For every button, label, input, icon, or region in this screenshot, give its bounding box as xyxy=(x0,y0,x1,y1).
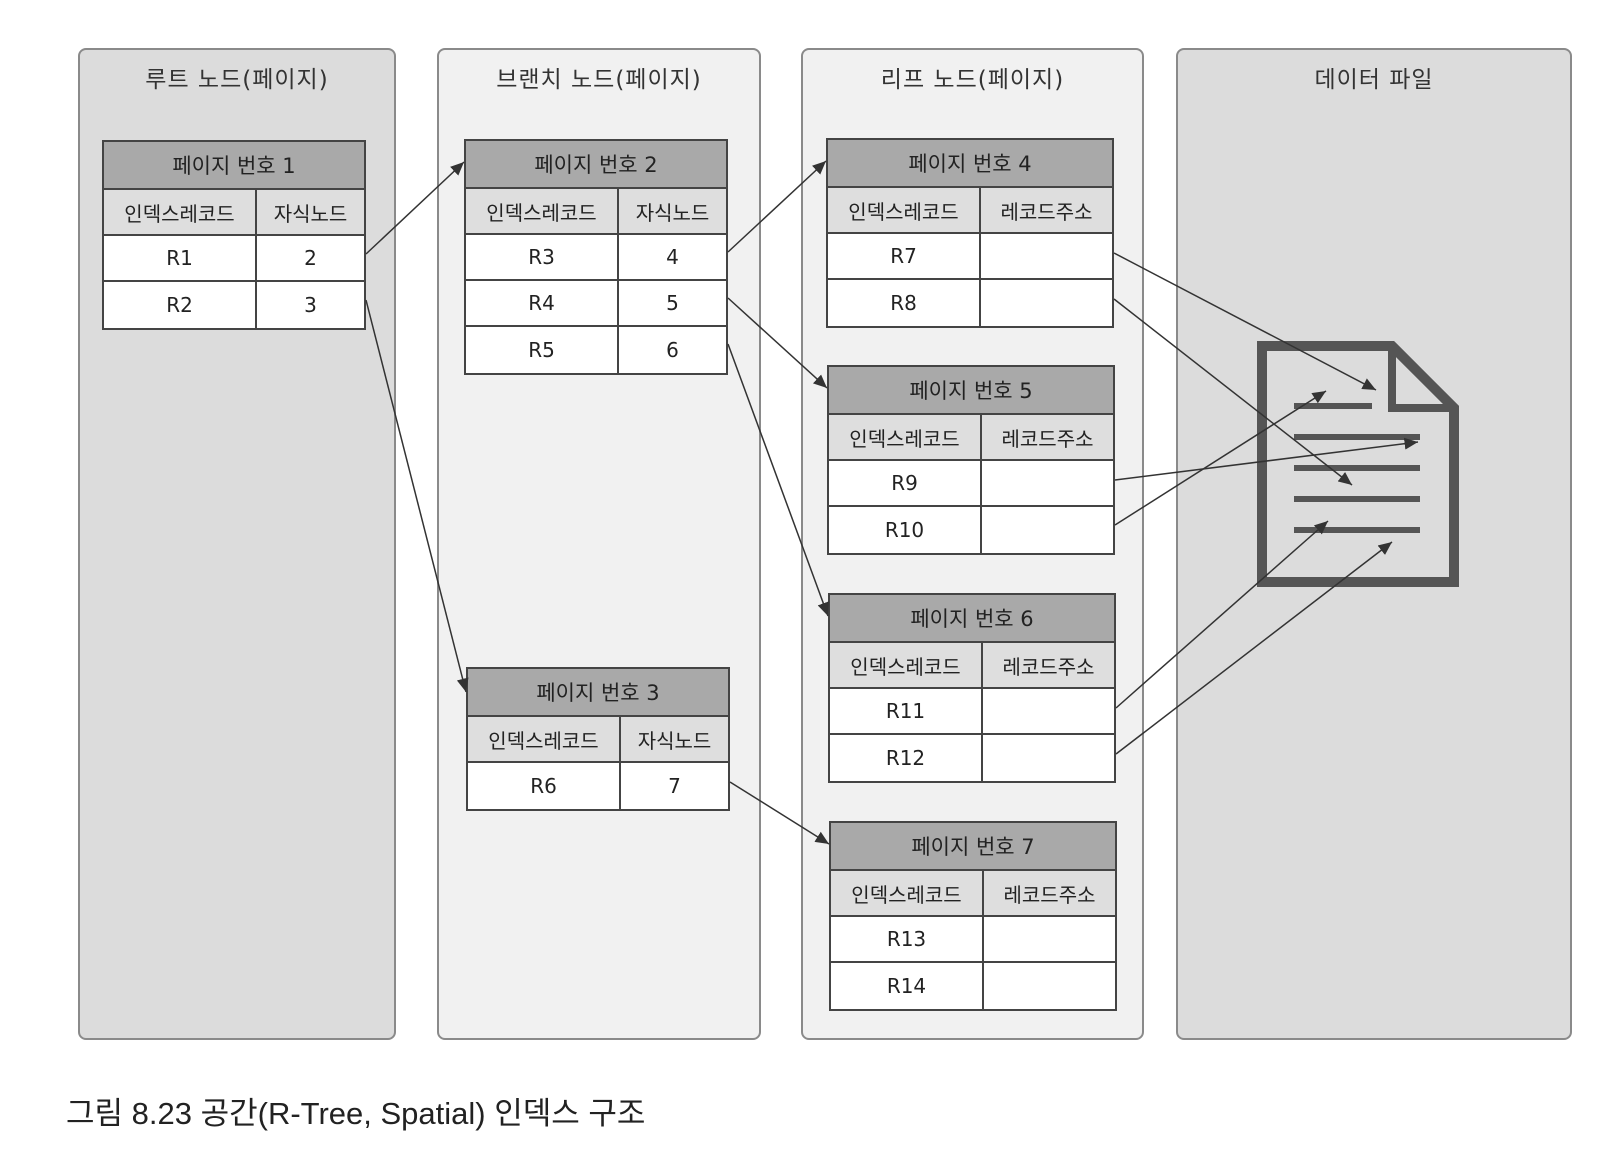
arrow-r2-to-page3 xyxy=(365,299,469,693)
pointer-col-header: 자식노드 xyxy=(635,200,710,225)
table-row: R9 xyxy=(829,461,1113,507)
index-record-col-header: 인덱스레코드 xyxy=(829,415,982,459)
index-record-col-header: 인덱스레코드 xyxy=(466,189,619,233)
index-record-cell: R9 xyxy=(829,461,982,505)
pointer-cell: 5 xyxy=(666,291,679,315)
column-header-row: 인덱스레코드 자식노드 xyxy=(104,190,364,236)
column-header-row: 인덱스레코드 레코드주소 xyxy=(830,643,1114,689)
index-record-cell: R4 xyxy=(466,281,619,325)
table-row: R5 6 xyxy=(466,327,726,373)
index-record-col-header: 인덱스레코드 xyxy=(828,188,981,232)
arrow-r10-to-file xyxy=(1114,390,1327,526)
page-number-header: 페이지 번호 1 xyxy=(104,142,364,190)
pointer-col-header: 자식노드 xyxy=(637,728,712,753)
figure-caption: 그림 8.23 공간(R-Tree, Spatial) 인덱스 구조 xyxy=(66,1096,646,1131)
index-record-cell: R12 xyxy=(830,735,983,781)
index-record-cell: R3 xyxy=(466,235,619,279)
root-node-title: 루트 노드(페이지) xyxy=(145,67,329,93)
table-row: R1 2 xyxy=(104,236,364,282)
index-record-col-header: 인덱스레코드 xyxy=(468,717,621,761)
arrow-r9-to-file xyxy=(1114,437,1419,481)
index-record-cell: R11 xyxy=(830,689,983,733)
pointer-cell: 7 xyxy=(668,774,681,798)
column-header-row: 인덱스레코드 레코드주소 xyxy=(828,188,1112,234)
arrow-r12-to-file xyxy=(1115,541,1393,755)
table-row: R2 3 xyxy=(104,282,364,328)
page-number-header: 페이지 번호 2 xyxy=(466,141,726,189)
column-header-row: 인덱스레코드 레코드주소 xyxy=(829,415,1113,461)
table-row: R11 xyxy=(830,689,1114,735)
pointer-cell: 2 xyxy=(304,246,317,270)
index-record-cell: R5 xyxy=(466,327,619,373)
index-record-cell: R6 xyxy=(468,763,621,809)
table-row: R3 4 xyxy=(466,235,726,281)
pointer-col-header: 레코드주소 xyxy=(1003,882,1096,907)
data-file-title: 데이터 파일 xyxy=(1314,67,1434,93)
table-row: R14 xyxy=(831,963,1115,1009)
index-record-cell: R14 xyxy=(831,963,984,1009)
arrow-r7-to-file xyxy=(1113,252,1377,391)
page-number-header: 페이지 번호 5 xyxy=(829,367,1113,415)
arrow-r5-to-page6 xyxy=(727,343,829,617)
index-record-cell: R7 xyxy=(828,234,981,278)
table-row: R12 xyxy=(830,735,1114,781)
table-row: R10 xyxy=(829,507,1113,553)
index-record-cell: R8 xyxy=(828,280,981,326)
table-row: R8 xyxy=(828,280,1112,326)
index-record-cell: R1 xyxy=(104,236,257,280)
arrow-r1-to-page2 xyxy=(365,161,465,255)
index-record-cell: R13 xyxy=(831,917,984,961)
table-row: R7 xyxy=(828,234,1112,280)
index-record-col-header: 인덱스레코드 xyxy=(831,871,984,915)
pointer-cell: 6 xyxy=(666,338,679,362)
pointer-col-header: 자식노드 xyxy=(273,201,348,226)
table-row: R13 xyxy=(831,917,1115,963)
pointer-col-header: 레코드주소 xyxy=(1001,426,1094,451)
column-header-row: 인덱스레코드 레코드주소 xyxy=(831,871,1115,917)
index-record-cell: R2 xyxy=(104,282,257,328)
index-record-cell: R10 xyxy=(829,507,982,553)
index-record-col-header: 인덱스레코드 xyxy=(830,643,983,687)
document-icon xyxy=(1257,341,1459,587)
pointer-col-header: 레코드주소 xyxy=(1002,654,1095,679)
branch-node-title: 브랜치 노드(페이지) xyxy=(496,67,702,93)
table-row: R4 5 xyxy=(466,281,726,327)
arrow-r6-to-page7 xyxy=(729,781,830,845)
page-number-header: 페이지 번호 4 xyxy=(828,140,1112,188)
arrow-r11-to-file xyxy=(1115,520,1329,709)
arrow-r3-to-page4 xyxy=(727,160,827,253)
table-row: R6 7 xyxy=(468,763,728,809)
index-record-col-header: 인덱스레코드 xyxy=(104,190,257,234)
pointer-col-header: 레코드주소 xyxy=(1000,199,1093,224)
arrow-r4-to-page5 xyxy=(727,297,828,389)
pointer-cell: 3 xyxy=(304,293,317,317)
page-number-header: 페이지 번호 3 xyxy=(468,669,728,717)
column-header-row: 인덱스레코드 자식노드 xyxy=(468,717,728,763)
leaf-node-title: 리프 노드(페이지) xyxy=(880,67,1065,93)
column-header-row: 인덱스레코드 자식노드 xyxy=(466,189,726,235)
page-number-header: 페이지 번호 7 xyxy=(831,823,1115,871)
pointer-cell: 4 xyxy=(666,245,679,269)
arrow-r8-to-file xyxy=(1113,298,1353,486)
page-number-header: 페이지 번호 6 xyxy=(830,595,1114,643)
data-file-panel: 데이터 파일 xyxy=(1176,48,1572,1040)
